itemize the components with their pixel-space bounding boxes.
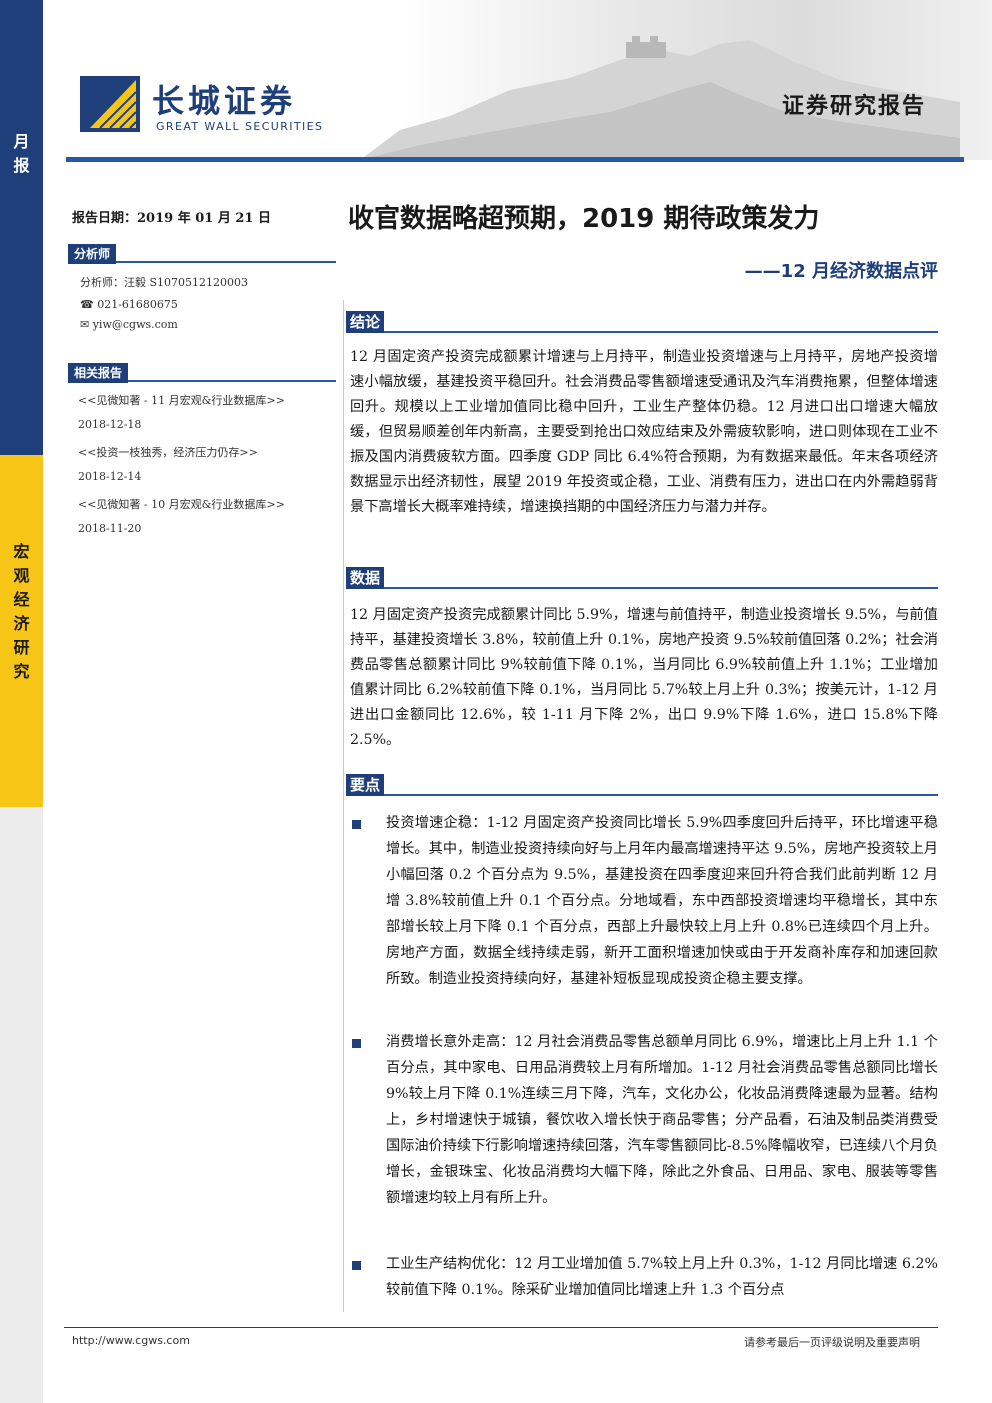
footer-rule xyxy=(64,1327,938,1328)
mail-icon: ✉ xyxy=(80,318,90,331)
related-report-date: 2018-12-18 xyxy=(78,418,142,431)
page-title: 收官数据略超预期，2019 期待政策发力 xyxy=(348,204,820,234)
logo-text-en: GREAT WALL SECURITIES xyxy=(156,120,324,133)
report-type-label: 证券研究报告 xyxy=(781,94,926,119)
key-points-section-header: 要点 xyxy=(346,774,938,796)
analyst-phone-text: 021-61680675 xyxy=(97,298,178,311)
bullet-square-icon xyxy=(352,820,361,829)
header-rule xyxy=(66,157,964,162)
data-paragraph: 12 月固定资产投资完成额累计同比 5.9%，增速与前值持平，制造业投资增长 9… xyxy=(350,607,938,748)
related-section-header: 相关报告 xyxy=(68,362,336,383)
column-divider xyxy=(343,300,344,1312)
key-points-section-label: 要点 xyxy=(346,774,385,796)
analyst-phone: ☎ 021-61680675 xyxy=(80,298,178,311)
data-section-label: 数据 xyxy=(346,567,385,589)
page-subtitle: ——12 月经济数据点评 xyxy=(744,261,938,282)
footer-disclaimer: 请参考最后一页评级说明及重要声明 xyxy=(744,1336,920,1349)
key-point-item: 投资增速企稳：1-12 月固定资产投资同比增长 5.9%四季度回升后持平，环比增… xyxy=(386,815,938,987)
analyst-email[interactable]: ✉ yiw@cgws.com xyxy=(80,318,178,331)
data-section-header: 数据 xyxy=(346,567,938,589)
related-section-label: 相关报告 xyxy=(68,363,129,383)
key-point-item: 工业生产结构优化：12 月工业增加值 5.7%较上月上升 0.3%，1-12 月… xyxy=(386,1256,938,1298)
bullet-square-icon xyxy=(352,1039,361,1048)
conclusion-section-header: 结论 xyxy=(346,311,938,333)
phone-icon: ☎ xyxy=(80,298,94,311)
great-wall-illustration xyxy=(360,36,960,160)
analyst-email-text[interactable]: yiw@cgws.com xyxy=(92,318,178,331)
logo-icon xyxy=(80,76,140,132)
related-report-date: 2018-11-20 xyxy=(78,522,142,535)
key-point-item: 消费增长意外走高：12 月社会消费品零售总额单月同比 6.9%，增速比上月上升 … xyxy=(386,1034,938,1206)
report-date: 报告日期：2019 年 01 月 21 日 xyxy=(72,211,271,226)
logo-text-cn: 长城证券 xyxy=(152,82,297,120)
analyst-section-header: 分析师 xyxy=(68,243,336,264)
side-band-top xyxy=(0,0,43,455)
related-report-date: 2018-12-14 xyxy=(78,470,142,483)
side-band-yellow xyxy=(0,455,43,807)
analyst-name: 分析师：汪毅 S1070512120003 xyxy=(80,276,249,289)
side-label-monthly: 月报 xyxy=(13,132,30,175)
related-report-title[interactable]: <<投资一枝独秀，经济压力仍存>> xyxy=(78,446,258,459)
side-band-bottom xyxy=(0,807,43,1403)
related-report-title[interactable]: <<见微知著 - 10 月宏观&行业数据库>> xyxy=(78,498,285,511)
side-band: 月报 宏观经济研究 xyxy=(0,0,43,1403)
footer-url[interactable]: http://www.cgws.com xyxy=(72,1334,190,1347)
conclusion-paragraph: 12 月固定资产投资完成额累计增速与上月持平，制造业投资增速与上月持平，房地产投… xyxy=(350,349,938,515)
bullet-square-icon xyxy=(352,1261,361,1270)
analyst-section-label: 分析师 xyxy=(68,244,117,264)
conclusion-section-label: 结论 xyxy=(346,311,385,333)
related-report-title[interactable]: <<见微知著 - 11 月宏观&行业数据库>> xyxy=(78,394,285,407)
side-label-category: 宏观经济研究 xyxy=(13,542,30,681)
